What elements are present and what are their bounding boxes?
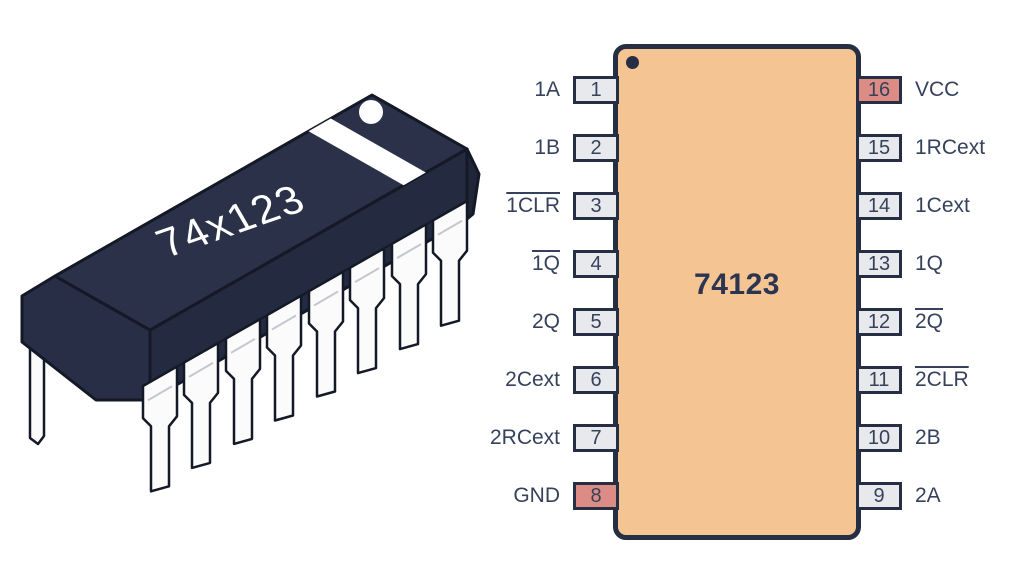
pin-row-2: 1B 2 bbox=[0, 134, 619, 162]
pin-number-box: 12 bbox=[856, 308, 902, 336]
pin-number-box: 10 bbox=[856, 424, 902, 452]
pin1-indicator-dimple bbox=[359, 100, 383, 124]
pin-row-14: 14 1Cext bbox=[856, 192, 1024, 220]
pin-bend-highlights bbox=[147, 219, 463, 402]
pin-number-box: 13 bbox=[856, 250, 902, 278]
pin-signal-label: VCC bbox=[915, 78, 960, 101]
pin-row-13: 13 1Q bbox=[856, 250, 1024, 278]
pin-number-box: 4 bbox=[573, 250, 619, 278]
pin-row-11: 11 2CLR bbox=[856, 366, 1024, 394]
pin-number-box: 3 bbox=[573, 192, 619, 220]
package-right-face bbox=[465, 147, 481, 221]
pin-signal-label: 2CLR bbox=[915, 368, 969, 391]
pin-row-7: 2RCext 7 bbox=[0, 424, 619, 452]
pin-signal-label: 1A bbox=[534, 78, 560, 101]
pin-row-10: 10 2B bbox=[856, 424, 1024, 452]
pin-signal-label: 1RCext bbox=[915, 136, 986, 159]
pin-signal-label: 2Q bbox=[915, 310, 944, 333]
pin-signal-label: 1Cext bbox=[915, 194, 970, 217]
pin-row-4: 1Q 4 bbox=[0, 250, 619, 278]
pin-number-box: 14 bbox=[856, 192, 902, 220]
pin-number-box: 16 bbox=[856, 76, 902, 104]
pin-row-12: 12 2Q bbox=[856, 308, 1024, 336]
ic-body bbox=[613, 44, 861, 540]
pin-signal-label: 2A bbox=[915, 484, 941, 507]
pin-signal-label: GND bbox=[513, 484, 560, 507]
pin-signal-label: 2B bbox=[915, 426, 941, 449]
pin-row-3: 1CLR 3 bbox=[0, 192, 619, 220]
pin-row-15: 15 1RCext bbox=[856, 134, 1024, 162]
pin-number-box: 5 bbox=[573, 308, 619, 336]
pin-number-box: 6 bbox=[573, 366, 619, 394]
pin-number-box: 11 bbox=[856, 366, 902, 394]
dip-package-illustration: 74x123 bbox=[20, 93, 481, 493]
pin-signal-label: 1Q bbox=[531, 252, 560, 275]
pin-signal-label: 2Q bbox=[531, 310, 560, 333]
pin-signal-label: 2Cext bbox=[505, 368, 560, 391]
package-stripe bbox=[308, 118, 426, 186]
pin-row-8: GND 8 bbox=[0, 482, 619, 510]
pin-number-box: 1 bbox=[573, 76, 619, 104]
pin-signal-label: 1B bbox=[534, 136, 560, 159]
pin1-indicator-dot bbox=[626, 56, 639, 69]
pin-row-1: 1A 1 bbox=[0, 76, 619, 104]
pin-number-box: 15 bbox=[856, 134, 902, 162]
pin-row-9: 9 2A bbox=[856, 482, 1024, 510]
pin-row-5: 2Q 5 bbox=[0, 308, 619, 336]
pin-signal-label: 1CLR bbox=[506, 194, 560, 217]
pin-signal-label: 1Q bbox=[915, 252, 944, 275]
pin-number-box: 7 bbox=[573, 424, 619, 452]
chip-name-label: 74123 bbox=[694, 268, 780, 301]
pin-number-box: 2 bbox=[573, 134, 619, 162]
pin-row-6: 2Cext 6 bbox=[0, 366, 619, 394]
pin-number-box: 8 bbox=[573, 482, 619, 510]
pin-row-16: 16 VCC bbox=[856, 76, 1024, 104]
pin-signal-label: 2RCext bbox=[489, 426, 560, 449]
pin-number-box: 9 bbox=[856, 482, 902, 510]
